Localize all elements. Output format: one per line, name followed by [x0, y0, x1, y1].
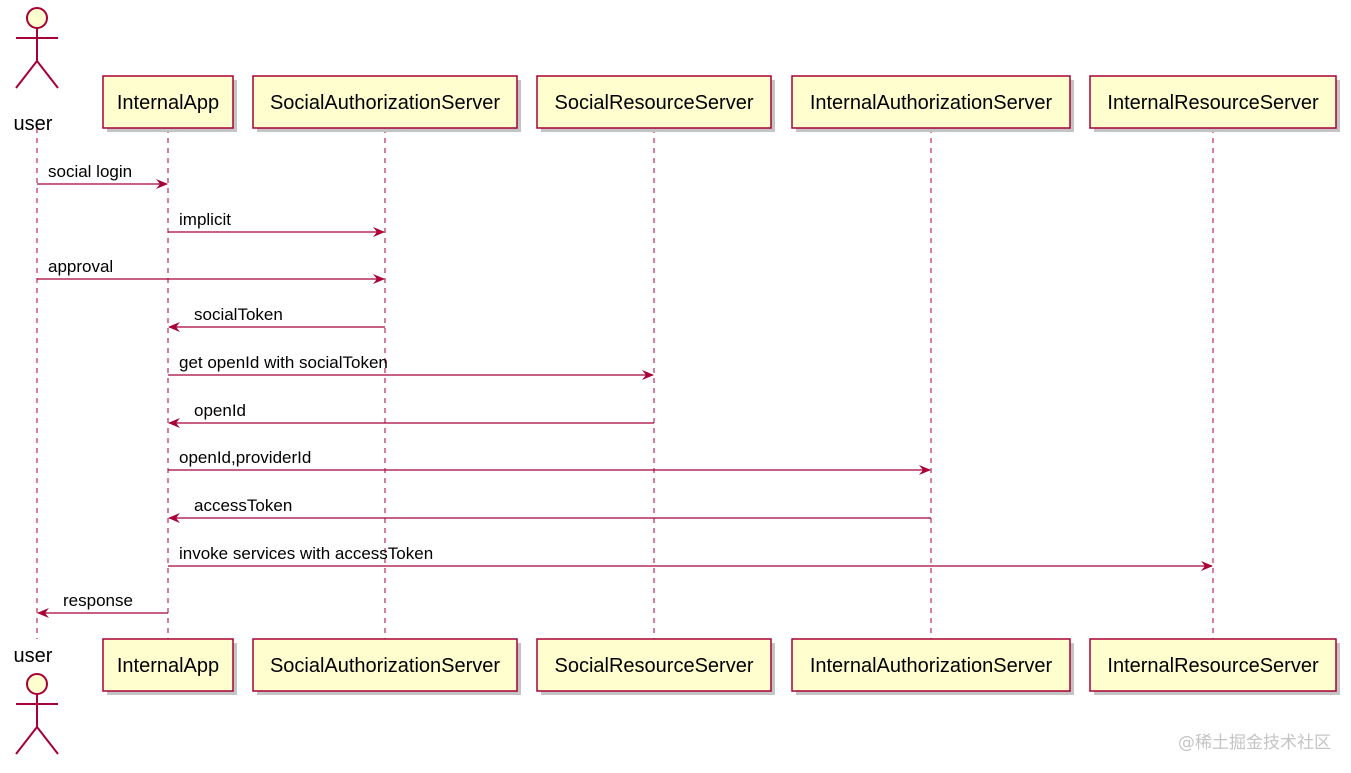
- participant-label: InternalResourceServer: [1107, 92, 1319, 114]
- participant-label: InternalAuthorizationServer: [810, 92, 1053, 114]
- actor-head: [26, 7, 48, 29]
- message-label: response: [63, 591, 133, 610]
- message-invoke-services-with-access-token: invoke services with accessToken: [168, 544, 1213, 571]
- message-label: openId,providerId: [179, 448, 311, 467]
- actor-label: user: [14, 645, 53, 667]
- participant-internal-authorization-server-bottom: InternalAuthorizationServer: [791, 638, 1074, 695]
- message-get-open-id-with-social-token: get openId with socialToken: [168, 353, 654, 380]
- message-label: accessToken: [194, 496, 292, 515]
- participant-internal-resource-server-top: InternalResourceServer: [1089, 75, 1340, 132]
- participant-internal-app-bottom: InternalApp: [102, 638, 237, 695]
- actor-label: user: [14, 113, 53, 135]
- participant-internal-resource-server-bottom: InternalResourceServer: [1089, 638, 1340, 695]
- participant-internal-authorization-server-top: InternalAuthorizationServer: [791, 75, 1074, 132]
- message-label: openId: [194, 401, 246, 420]
- participant-label: InternalAuthorizationServer: [810, 655, 1053, 677]
- message-open-id-provider-id: openId,providerId: [168, 448, 931, 475]
- message-access-token: accessToken: [168, 496, 931, 523]
- participant-box: [102, 638, 234, 692]
- actor-user-bottom: user: [14, 645, 59, 755]
- watermark: @稀土掘金技术社区: [1178, 733, 1331, 753]
- participant-label: SocialAuthorizationServer: [270, 92, 500, 114]
- actor-body: [15, 28, 59, 89]
- message-response: response: [37, 591, 168, 618]
- participant-box: [252, 638, 518, 692]
- participant-label: InternalApp: [117, 655, 219, 677]
- participant-internal-app-top: InternalApp: [102, 75, 237, 132]
- actor-head: [26, 673, 48, 695]
- participant-label: SocialAuthorizationServer: [270, 655, 500, 677]
- participant-box: [536, 75, 772, 129]
- message-label: get openId with socialToken: [179, 353, 388, 372]
- message-label: implicit: [179, 210, 231, 229]
- participant-box: [536, 638, 772, 692]
- participant-box: [791, 638, 1071, 692]
- message-implicit: implicit: [168, 210, 385, 237]
- participant-label: SocialResourceServer: [555, 655, 754, 677]
- actor-user-top: user: [14, 7, 59, 135]
- message-approval: approval: [37, 257, 385, 284]
- message-label: approval: [48, 257, 113, 276]
- participant-box: [252, 75, 518, 129]
- participant-social-resource-server-bottom: SocialResourceServer: [536, 638, 775, 695]
- participant-social-authorization-server-bottom: SocialAuthorizationServer: [252, 638, 521, 695]
- participant-box: [791, 75, 1071, 129]
- message-label: social login: [48, 162, 132, 181]
- message-label: socialToken: [194, 305, 283, 324]
- participant-social-authorization-server-top: SocialAuthorizationServer: [252, 75, 521, 132]
- participant-label: InternalResourceServer: [1107, 655, 1319, 677]
- participant-social-resource-server-top: SocialResourceServer: [536, 75, 775, 132]
- message-social-login: social login: [37, 162, 168, 189]
- participant-box: [1089, 75, 1337, 129]
- message-open-id: openId: [168, 401, 654, 428]
- participant-label: SocialResourceServer: [555, 92, 754, 114]
- participant-label: InternalApp: [117, 92, 219, 114]
- message-label: invoke services with accessToken: [179, 544, 433, 563]
- actor-body: [15, 694, 59, 755]
- participant-box: [102, 75, 234, 129]
- participant-box: [1089, 638, 1337, 692]
- message-social-token: socialToken: [168, 305, 385, 332]
